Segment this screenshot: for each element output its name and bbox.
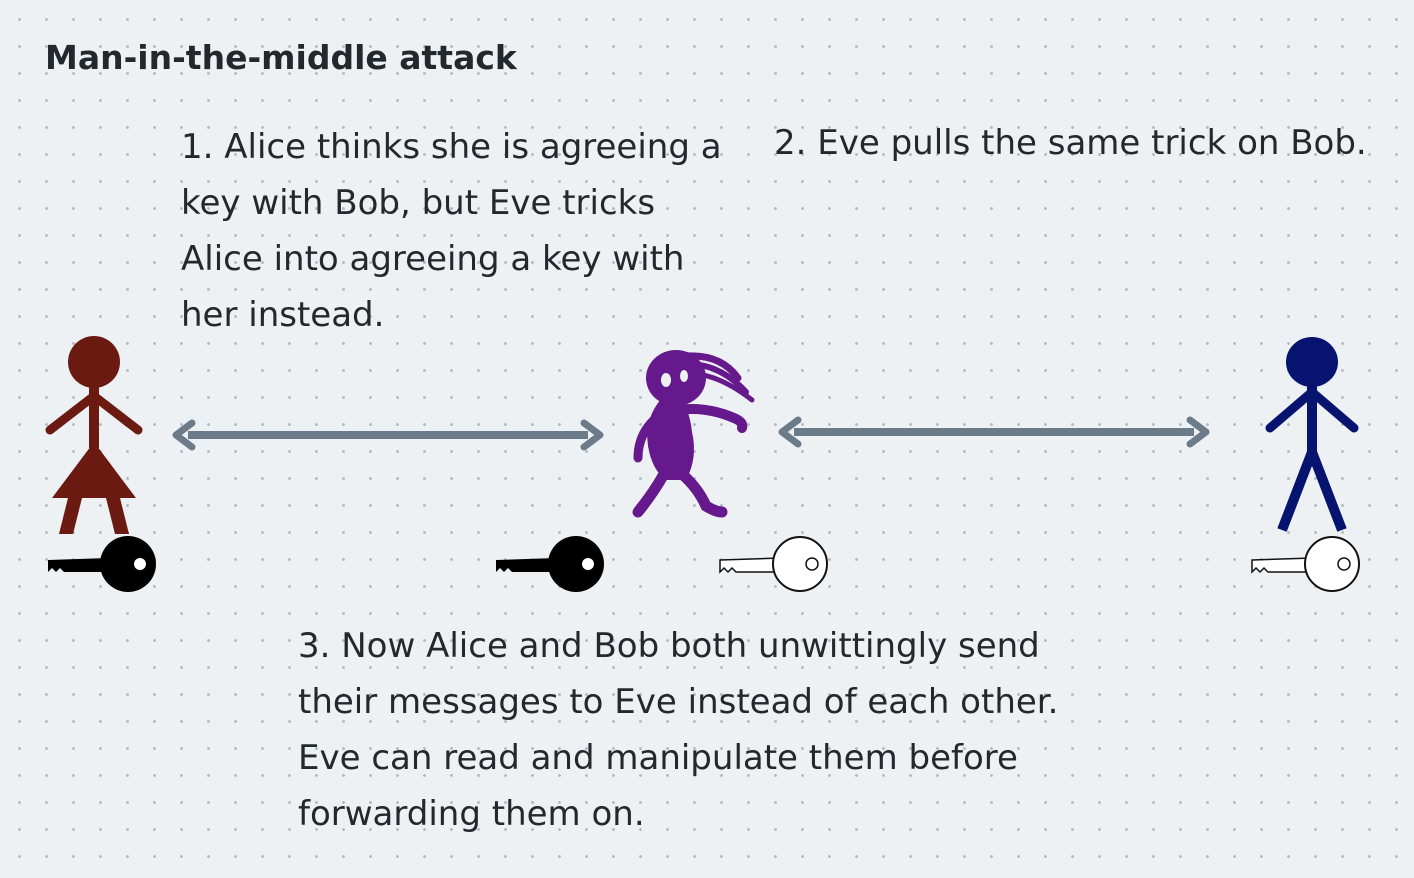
- white-key-icon: [719, 536, 828, 592]
- diagram-title: Man-in-the-middle attack: [45, 38, 517, 77]
- alice-figure-icon: [45, 336, 143, 534]
- caption-step-1: 1. Alice thinks she is agreeing a key wi…: [181, 127, 722, 335]
- black-key-icon: [48, 536, 156, 592]
- caption-step-3: 3. Now Alice and Bob both unwittingly se…: [298, 626, 1059, 834]
- double-arrow-icon: [778, 416, 1210, 448]
- eve-figure-icon: [632, 350, 755, 518]
- bob-figure-icon: [1265, 337, 1359, 532]
- white-key-icon: [1251, 536, 1360, 592]
- black-key-icon: [496, 536, 604, 592]
- double-arrow-icon: [172, 419, 604, 451]
- caption-step-2: 2. Eve pulls the same trick on Bob.: [774, 123, 1367, 163]
